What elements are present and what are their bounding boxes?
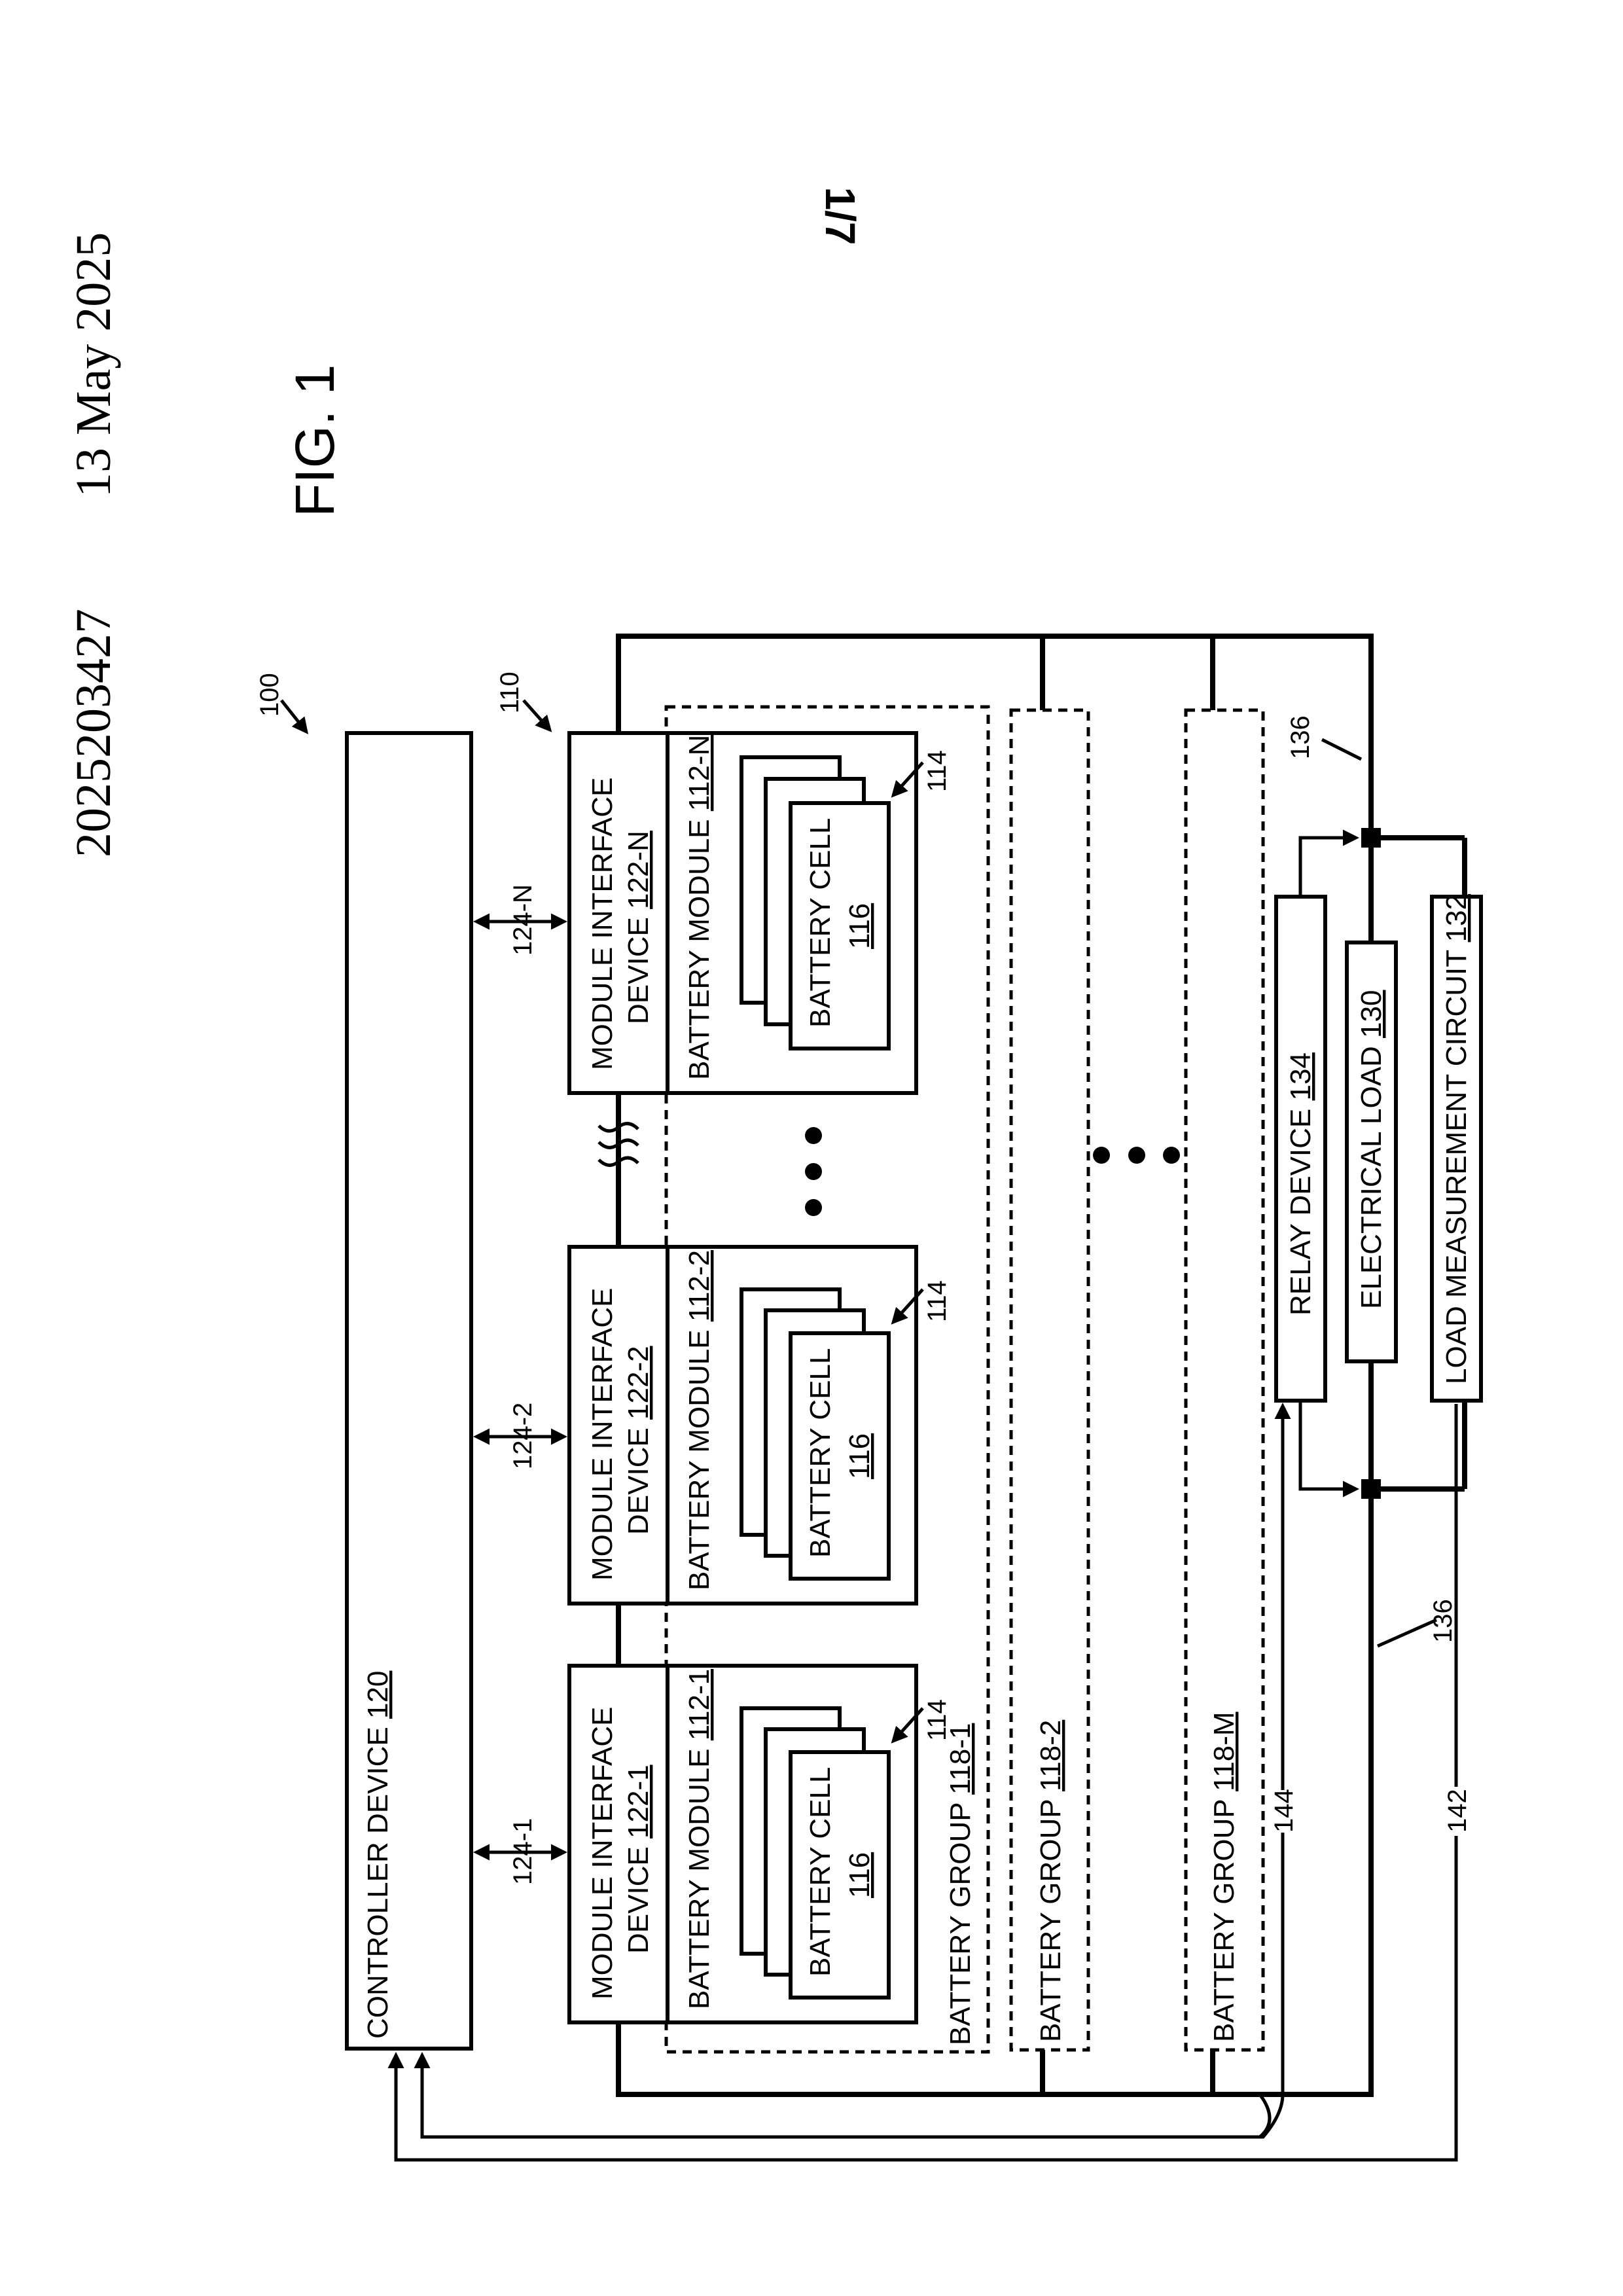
figure-label: FIG. 1 xyxy=(284,365,346,517)
ref-136-top-label: 136 xyxy=(1286,715,1315,759)
mid-122-n-line2: DEVICE 122-N xyxy=(622,831,654,1024)
mid-122-2-line1: MODULE INTERFACE xyxy=(586,1288,618,1581)
battery-cell-116-1-number: 116 xyxy=(844,1852,876,1898)
link-124-1-label: 124-1 xyxy=(508,1818,537,1885)
ellipsis-dot-group-1 xyxy=(1093,1147,1110,1164)
battery-module-112-2-label: BATTERY MODULE 112-2 xyxy=(683,1250,715,1590)
battery-cell-116-2-label: BATTERY CELL xyxy=(804,1348,836,1558)
ref-136-bottom-leader xyxy=(1378,1620,1436,1646)
battery-group-118-m-label: BATTERY GROUP 118-M xyxy=(1208,1712,1240,2042)
controller-device-text: CONTROLLER DEVICE xyxy=(362,1719,394,2039)
signal-144-label: 144 xyxy=(1270,1789,1298,1833)
signal-line-142 xyxy=(396,1404,1456,2160)
electrical-load-label: ELECTRICAL LOAD 130 xyxy=(1355,990,1387,1309)
ellipsis-dot-module-3 xyxy=(805,1199,822,1216)
publication-number: 2025203427 xyxy=(66,609,121,857)
ref-110-label: 110 xyxy=(495,672,524,713)
mid-122-1-line2: DEVICE 122-1 xyxy=(622,1765,654,1954)
ref-114-n-label: 114 xyxy=(923,750,952,792)
mid-122-n-line1: MODULE INTERFACE xyxy=(586,778,618,1070)
junction-node-bottom xyxy=(1361,1479,1381,1499)
battery-cell-116-1-label: BATTERY CELL xyxy=(804,1767,836,1977)
battery-cell-116-2-number: 116 xyxy=(844,1433,876,1479)
publication-date: 13 May 2025 xyxy=(66,232,121,497)
load-measurement-circuit-label: LOAD MEASUREMENT CIRCUIT 132 xyxy=(1440,894,1472,1384)
sheet-number: 1/7 xyxy=(817,187,864,245)
link-124-n-label: 124-N xyxy=(508,884,537,956)
ref-110-arrow xyxy=(524,700,550,730)
signal-142-label: 142 xyxy=(1443,1789,1472,1833)
relay-top-arrow xyxy=(1300,838,1356,897)
relay-device-label: RELAY DEVICE 134 xyxy=(1285,1052,1317,1316)
ref-100-arrow xyxy=(281,700,306,732)
battery-module-112-1-label: BATTERY MODULE 112-1 xyxy=(683,1669,715,2009)
ellipsis-dot-module-2 xyxy=(805,1163,822,1180)
ellipsis-dot-group-2 xyxy=(1128,1147,1145,1164)
ref-114-2-label: 114 xyxy=(923,1280,952,1322)
battery-group-118-1-label: BATTERY GROUP 118-1 xyxy=(944,1723,976,2045)
ellipsis-dot-group-3 xyxy=(1163,1147,1180,1164)
controller-device-number: 120 xyxy=(362,1671,394,1719)
mid-122-1-line1: MODULE INTERFACE xyxy=(586,1707,618,2000)
ref-114-1-label: 114 xyxy=(923,1699,952,1741)
ref-136-top-leader xyxy=(1322,740,1361,759)
ellipsis-dot-module-1 xyxy=(805,1127,822,1144)
relay-bottom-arrow xyxy=(1300,1401,1356,1489)
junction-node-top xyxy=(1361,828,1381,848)
battery-cell-116-n-label: BATTERY CELL xyxy=(804,818,836,1028)
ref-100-label: 100 xyxy=(255,673,284,717)
battery-cell-116-n-number: 116 xyxy=(844,903,876,949)
link-124-2-label: 124-2 xyxy=(508,1403,537,1469)
mid-122-2-line2: DEVICE 122-2 xyxy=(622,1346,654,1535)
battery-module-112-n-label: BATTERY MODULE 112-N xyxy=(683,735,715,1080)
controller-device-label: CONTROLLER DEVICE 120 xyxy=(362,1671,394,2039)
battery-group-118-2-label: BATTERY GROUP 118-2 xyxy=(1035,1720,1067,2042)
